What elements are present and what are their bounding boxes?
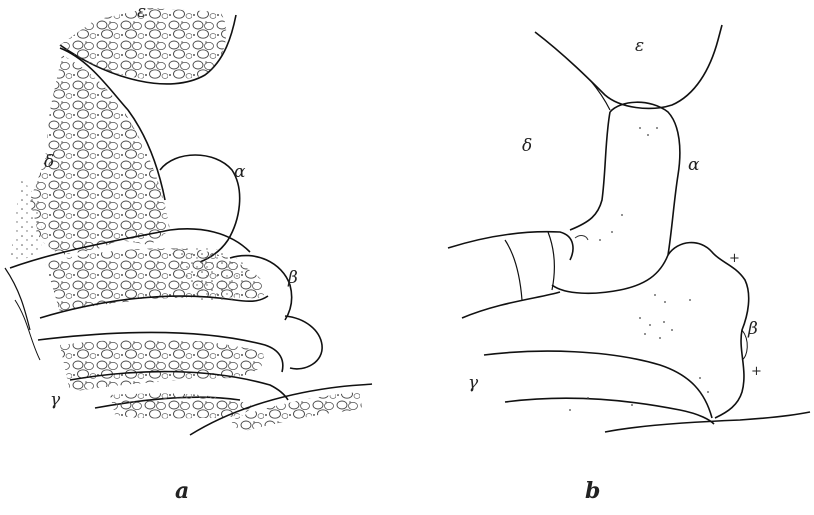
fig-a-label-gamma: γ	[50, 392, 60, 409]
fig-a-label-epsilon: ε	[137, 4, 146, 21]
fig-b-plus-top: +	[729, 252, 740, 265]
fig-b-alpha-lobe	[552, 102, 680, 293]
fig-b-label-epsilon: ε	[635, 38, 644, 55]
fig-b-label-delta: δ	[522, 138, 532, 155]
figure-a-drawing	[5, 8, 372, 435]
fig-a-label-delta: δ	[44, 154, 54, 171]
fig-a-caption: a	[175, 480, 189, 502]
fig-a-label-alpha: α	[234, 164, 245, 181]
fig-b-label-beta: β	[748, 321, 758, 338]
fig-b-epsilon-lobe	[535, 25, 722, 108]
fig-b-label-gamma: γ	[468, 375, 478, 392]
fig-b-plus-bottom: +	[751, 365, 762, 378]
fig-b-label-alpha: α	[688, 157, 699, 174]
fig-b-caption: b	[585, 480, 600, 502]
fig-a-label-beta: β	[288, 270, 298, 287]
fig-a-alpha-lobe	[160, 155, 240, 262]
